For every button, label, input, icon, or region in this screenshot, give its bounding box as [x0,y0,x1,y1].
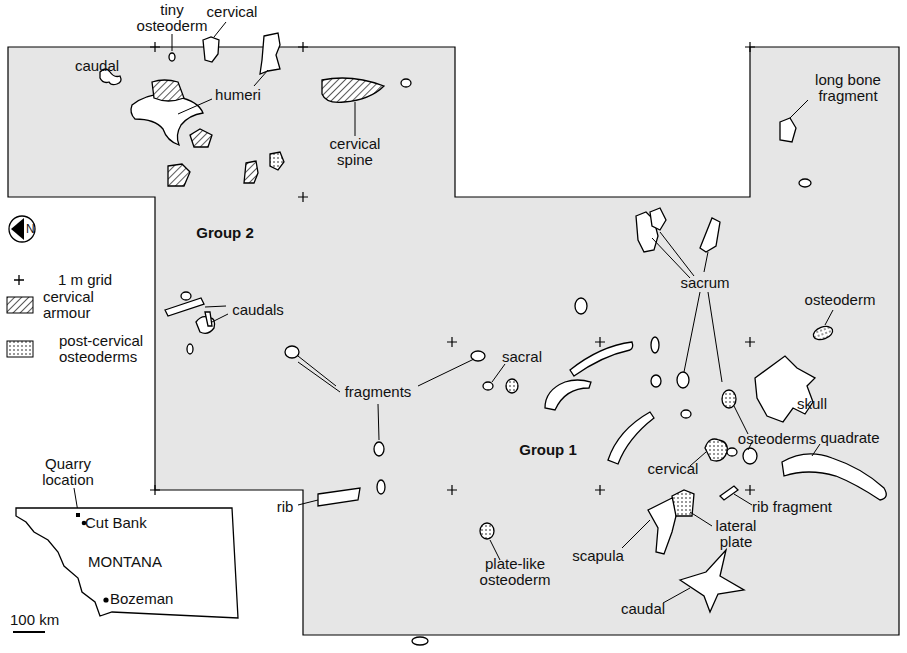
map-label: sacral [502,349,542,365]
map-label: tiny osteoderm [132,2,212,34]
map-label: caudal [75,58,119,74]
map-label: N [26,223,35,236]
legend-text: 1 m grid [58,272,168,288]
map-label: scapula [572,548,624,564]
map-label: cervical [648,461,699,477]
map-label: Group 1 [519,442,577,458]
map-label: caudals [232,302,284,318]
map-label: osteoderms [738,431,816,447]
map-label: Quarry location [18,456,118,488]
map-label: plate-like osteoderm [465,556,565,588]
map-label: Group 2 [196,225,254,241]
legend-text: cervical armour [43,289,123,321]
legend-text: post-cervical osteoderms [59,333,171,365]
map-label: caudal [621,601,665,617]
map-label: sacrum [680,275,729,291]
map-label: Bozeman [110,591,173,607]
map-label: quadrate [820,430,879,446]
map-label: skull [797,396,827,412]
map-label: osteoderm [805,292,876,308]
map-label: fragments [345,384,412,400]
map-label: rib [277,499,294,515]
map-label: cervical [207,4,258,20]
map-label: humeri [215,87,261,103]
map-label: MONTANA [88,554,162,570]
map-label: lateral plate [705,518,767,550]
map-label: rib fragment [752,499,832,515]
map-label: cervical spine [320,136,390,168]
map-label: 100 km [10,612,59,628]
map-label: Cut Bank [85,515,147,531]
map-label: long bone fragment [798,72,898,104]
